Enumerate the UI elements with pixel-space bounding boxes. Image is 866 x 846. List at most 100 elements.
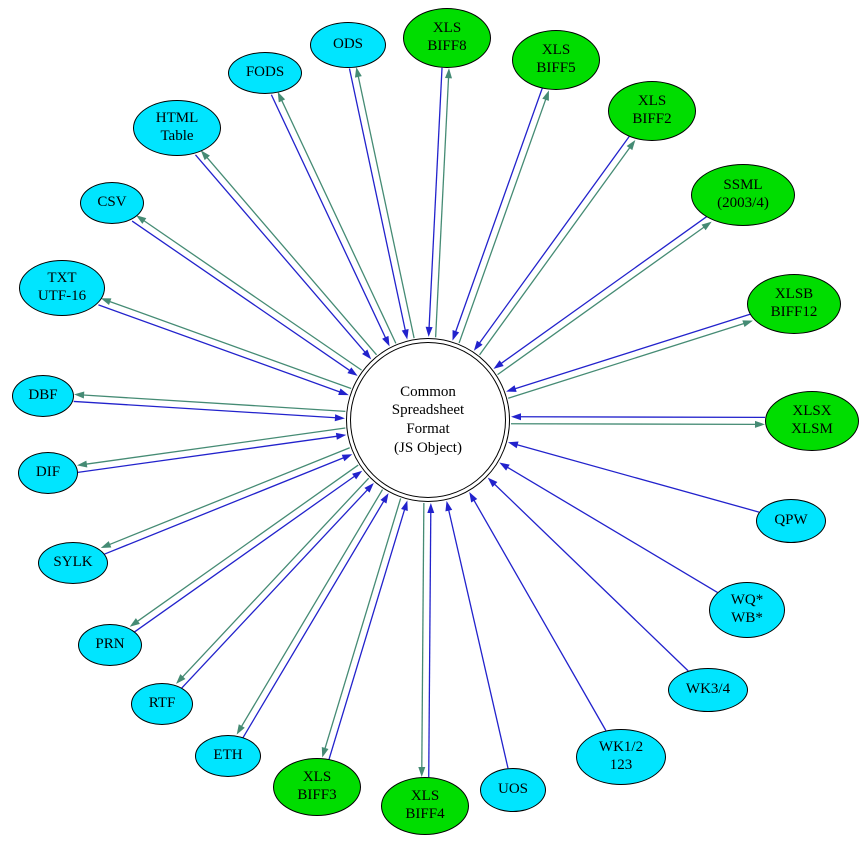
center-label-line: (JS Object) <box>394 439 462 456</box>
node-eth: ETH <box>195 735 261 777</box>
edge-ssml-read <box>493 215 709 369</box>
edge-wk34-read <box>487 477 689 672</box>
edge-ods-write <box>354 67 415 339</box>
node-label-line: BIFF8 <box>427 38 467 54</box>
node-label-line: CSV <box>97 194 127 211</box>
edge-csv-read <box>131 220 358 376</box>
edge-xls-biff3-write <box>321 498 402 758</box>
edge-xls-biff5-write <box>458 90 549 344</box>
node-label-line: XLS <box>432 20 462 37</box>
node-label-line: RTF <box>148 695 176 712</box>
edge-qpw-read <box>507 441 760 513</box>
edge-prn-write <box>129 464 359 627</box>
node-label-line: 123 <box>609 757 633 773</box>
edge-uos-read <box>445 500 509 769</box>
edge-eth-read <box>242 493 389 739</box>
node-label-line: TXT <box>47 270 77 287</box>
node-label-line: FODS <box>245 64 285 81</box>
node-label-line: XLS <box>302 769 332 786</box>
edge-xls-biff8-read <box>425 67 443 337</box>
edge-wq-wb-read <box>499 462 718 593</box>
center-node-label: Common Spreadsheet Format (JS Object) <box>392 383 464 458</box>
node-label-line: XLSM <box>791 421 833 437</box>
center-node-inner-ring: Common Spreadsheet Format (JS Object) <box>350 342 506 498</box>
node-qpw: QPW <box>756 499 826 543</box>
edge-xls-biff8-write <box>434 68 453 338</box>
node-uos: UOS <box>480 768 546 812</box>
edge-csv-write <box>136 215 362 371</box>
edge-xls-biff4-write <box>418 502 426 777</box>
node-fods: FODS <box>228 52 302 94</box>
edge-fods-write <box>277 91 397 344</box>
node-label-line: BIFF4 <box>405 806 445 822</box>
node-ssml: SSML(2003/4) <box>691 164 795 226</box>
node-label-line: XLS <box>637 93 667 110</box>
node-label-line: UOS <box>497 781 528 798</box>
node-label-line: HTML <box>155 110 199 127</box>
edge-rtf-write <box>176 477 370 684</box>
edge-xlsx-xlsm-write <box>510 420 765 428</box>
node-label-line: XLS <box>541 42 571 59</box>
node-dbf: DBF <box>12 375 74 417</box>
node-wk34: WK3/4 <box>668 668 748 712</box>
node-label-line: (2003/4) <box>717 195 769 211</box>
node-dif: DIF <box>18 452 78 494</box>
edge-html-table-read <box>194 154 372 360</box>
edge-dbf-read <box>73 400 345 422</box>
node-rtf: RTF <box>131 683 193 725</box>
center-node-common-spreadsheet-format: Common Spreadsheet Format (JS Object) <box>346 338 510 502</box>
edge-dbf-write <box>74 391 346 412</box>
node-label-line: QPW <box>774 512 808 529</box>
edge-xlsb-biff12-read <box>506 313 752 392</box>
node-prn: PRN <box>78 624 142 666</box>
center-label-line: Common <box>400 383 456 400</box>
edge-html-table-write <box>200 150 378 356</box>
node-label-line: WB* <box>731 610 763 626</box>
node-ods: ODS <box>310 22 386 68</box>
node-label-line: BIFF5 <box>536 60 576 76</box>
edge-xls-biff3-read <box>328 500 408 760</box>
edge-sylk-read <box>103 454 353 556</box>
node-label-line: WK1/2 <box>598 739 644 756</box>
edge-txt-utf16-read <box>98 304 349 396</box>
node-label-line: WQ* <box>730 592 764 609</box>
node-label-line: DIF <box>35 464 61 481</box>
edge-wk12-123-read <box>469 492 607 731</box>
edge-fods-read <box>270 94 390 347</box>
node-csv: CSV <box>80 182 144 224</box>
edge-xls-biff4-read <box>427 503 435 778</box>
node-label-line: SSML <box>723 177 763 194</box>
edge-dif-read <box>77 432 347 474</box>
edge-xlsx-xlsm-read <box>511 413 766 421</box>
node-wq-wb: WQ*WB* <box>709 582 785 638</box>
node-label-line: PRN <box>95 636 125 653</box>
node-label-line: BIFF12 <box>770 304 818 320</box>
center-label-line: Format <box>406 421 450 437</box>
node-label-line: XLS <box>410 788 440 805</box>
center-label-line: Spreadsheet <box>391 402 465 419</box>
node-label-line: XLSX <box>792 403 832 420</box>
edge-eth-write <box>236 489 384 735</box>
edge-xls-biff2-write <box>479 139 636 356</box>
node-label-line: ODS <box>332 36 363 53</box>
node-label-line: UTF-16 <box>37 288 87 304</box>
edge-prn-read <box>133 470 363 633</box>
edge-xlsb-biff12-write <box>507 320 753 399</box>
node-label-line: BIFF2 <box>632 111 672 127</box>
node-label-line: DBF <box>28 387 58 404</box>
node-label-line: WK3/4 <box>685 681 731 698</box>
node-label-line: XLSB <box>774 286 814 303</box>
node-label-line: BIFF3 <box>297 787 337 803</box>
edge-txt-utf16-write <box>100 298 352 390</box>
